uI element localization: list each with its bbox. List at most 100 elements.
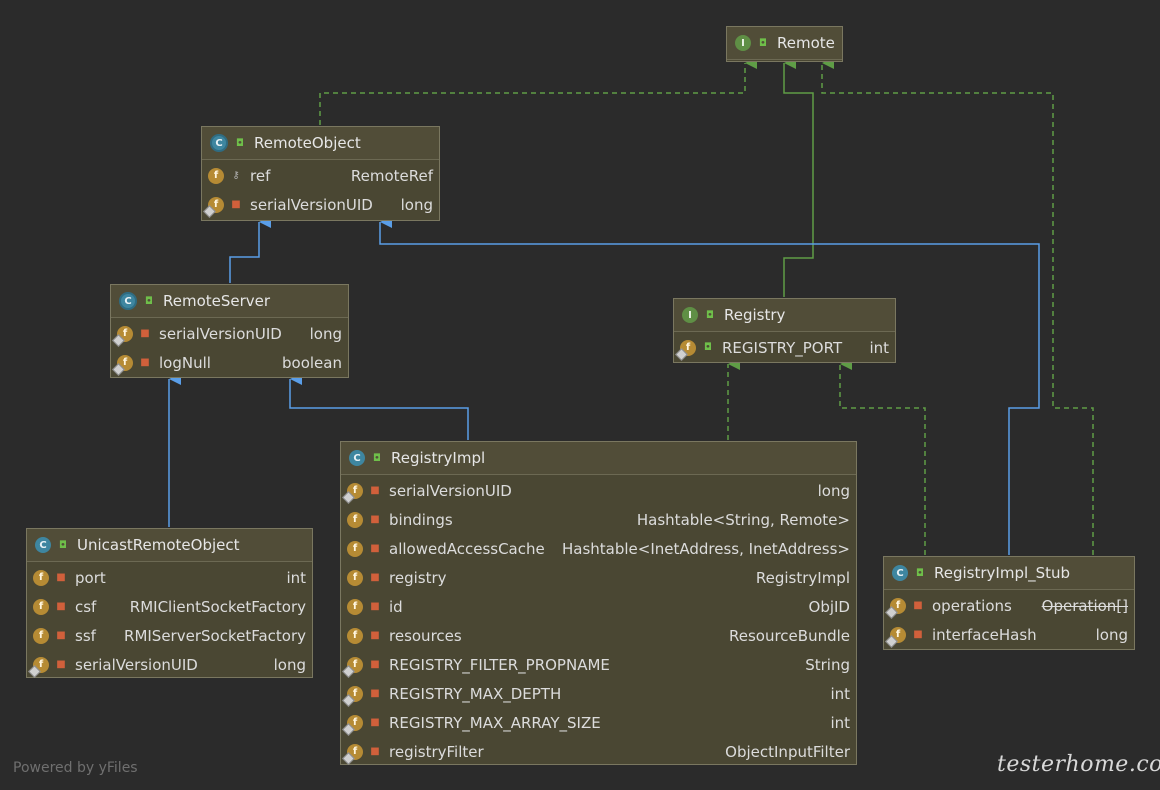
field-name: serialVersionUID [250,195,373,214]
static-field-icon: f [112,325,133,347]
field-name: logNull [159,353,211,372]
private-lock-icon: ■ [913,629,923,640]
node-title: RemoteServer [163,292,271,310]
field-type: int [830,713,850,732]
edge-remoteobject-implements-remote [319,57,757,125]
node-header: C◘RegistryImpl [341,442,856,475]
field-icon: f [347,540,363,557]
edge-stub-implements-registry [839,358,926,555]
field-name: REGISTRY_PORT [722,338,843,357]
interface-icon: I [682,307,698,323]
node-title: Remote [777,34,835,52]
private-lock-icon: ■ [140,357,150,368]
private-lock-icon: ■ [370,601,380,612]
field-type: RMIServerSocketFactory [124,626,306,645]
field-type: ObjectInputFilter [725,742,850,761]
protected-key-icon: ⚷ [232,170,240,181]
field-type: RMIClientSocketFactory [129,597,306,616]
field-name: interfaceHash [932,625,1037,644]
field-type: boolean [282,353,342,372]
field-type: Operation[] [1041,596,1128,615]
node-header: I◘Registry [674,299,895,332]
public-unlock-icon: ◘ [706,309,714,321]
private-lock-icon: ■ [56,601,66,612]
static-field-icon: f [342,714,363,736]
private-lock-icon: ■ [370,717,380,728]
field-type: RemoteRef [350,166,433,185]
field-row[interactable]: f ■ resources ResourceBundle [341,621,856,650]
field-type: ObjID [808,597,850,616]
field-icon: f [347,627,363,644]
static-field-icon: f [203,196,224,218]
field-name: ref [250,166,271,185]
private-lock-icon: ■ [370,688,380,699]
field-type: ResourceBundle [728,626,850,645]
field-name: registry [389,568,447,587]
static-field-icon: f [885,597,906,619]
field-name: id [389,597,403,616]
public-unlock-icon: ◘ [236,137,244,149]
class-icon: C [892,565,908,581]
public-unlock-icon: ◘ [145,295,153,307]
node-header: C◘RemoteServer [111,285,348,318]
private-lock-icon: ■ [370,630,380,641]
field-icon: f [347,569,363,586]
private-lock-icon: ■ [140,328,150,339]
node-remote[interactable]: I◘Remote [726,26,843,62]
class-icon: C [35,537,51,553]
static-field-icon: f [885,626,906,648]
edge-remoteserver-extends-remoteobject [229,216,271,283]
field-type: long [309,324,342,343]
field-name: operations [932,596,1012,615]
watermark-logo-text: testerhome.com [997,752,1160,777]
node-header: C◘RemoteObject [202,127,439,160]
field-name: REGISTRY_MAX_DEPTH [389,684,562,703]
class-icon: C [349,450,365,466]
field-icon: f [347,511,363,528]
field-type: Hashtable<InetAddress, InetAddress> [561,539,850,558]
static-field-icon: f [342,482,363,504]
field-name: resources [389,626,462,645]
node-header: C◘UnicastRemoteObject [27,529,312,562]
private-lock-icon: ■ [56,659,66,670]
field-row[interactable]: f ■ allowedAccessCache Hashtable<InetAddres… [341,534,856,563]
field-type: long [400,195,433,214]
public-unlock-icon: ◘ [59,539,67,551]
private-lock-icon: ■ [370,543,380,554]
node-title: RemoteObject [254,134,361,152]
field-type: long [817,481,850,500]
node-title: RegistryImpl [391,449,486,467]
field-icon: f [33,627,49,644]
field-type: int [869,338,889,357]
field-name: allowedAccessCache [389,539,545,558]
public-unlock-icon: ◘ [704,342,712,353]
